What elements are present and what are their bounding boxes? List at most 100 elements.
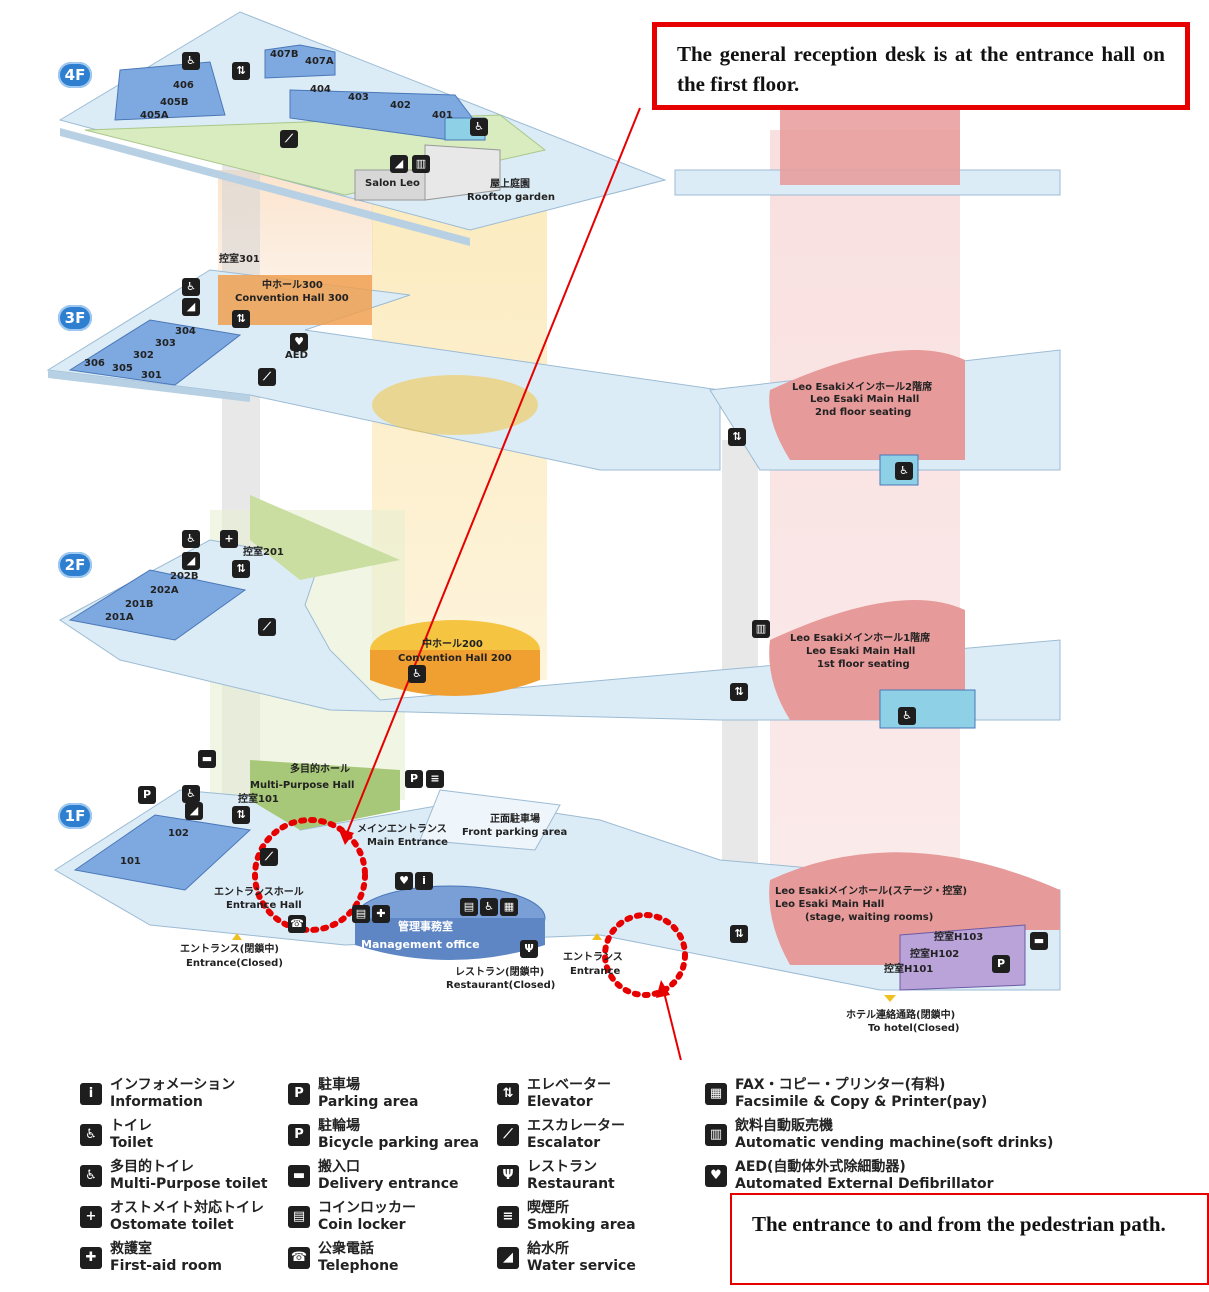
water-icon: ◢: [185, 802, 203, 820]
room-301: 301: [141, 370, 162, 381]
legend-label-en: Information: [110, 1094, 203, 1110]
room-101: 101: [120, 856, 141, 867]
front-parking-en: Front parking area: [462, 827, 567, 838]
legend-label-en: Smoking area: [527, 1217, 636, 1233]
pedestrian-entrance-highlight: [602, 912, 688, 998]
room-406: 406: [173, 80, 194, 91]
toilet-icon: ♿: [895, 462, 913, 480]
legend-label-en: Automatic vending machine(soft drinks): [735, 1135, 1054, 1151]
legend-label-jp: トイレ: [110, 1118, 152, 1134]
parking-icon: P: [138, 786, 156, 804]
water-icon: ◢: [497, 1247, 519, 1269]
legend-label-en: Ostomate toilet: [110, 1217, 234, 1233]
legend-label-en: Facsimile & Copy & Printer(pay): [735, 1094, 988, 1110]
multi-hall-en: Multi-Purpose Hall: [250, 780, 354, 791]
to-hotel-en: To hotel(Closed): [868, 1023, 960, 1034]
restaurant-icon: Ψ: [520, 940, 538, 958]
hall-200-en: Convention Hall 200: [398, 653, 512, 664]
locker-icon: ▤: [460, 898, 478, 916]
restaurant-icon: Ψ: [497, 1165, 519, 1187]
accessible-toilet-icon: ♿: [80, 1165, 102, 1187]
elevator-icon: ⇅: [728, 428, 746, 446]
legend-label-jp: 喫煙所: [527, 1200, 569, 1216]
front-parking-jp: 正面駐車場: [490, 812, 540, 825]
room-302: 302: [133, 350, 154, 361]
toilet-icon: ♿: [182, 530, 200, 548]
toilet-icon: ♿: [182, 278, 200, 296]
legend-label-en: Restaurant: [527, 1176, 615, 1192]
elevator-icon: ⇅: [232, 806, 250, 824]
legend-label-jp: 搬入口: [318, 1159, 360, 1175]
legend-label: AED(自動体外式除細動器)Automated External Defibri…: [735, 1159, 993, 1193]
truck-icon: ▬: [198, 750, 216, 768]
waiting-room-h101: 控室H101: [884, 962, 933, 975]
management-office-en: Management office: [361, 938, 480, 951]
legend-label-jp: 駐車場: [318, 1077, 360, 1093]
escalator-icon: ⟋: [280, 130, 298, 148]
escalator-icon: ⟋: [258, 368, 276, 386]
first-aid-icon: ✚: [372, 905, 390, 923]
fax-icon: ▦: [500, 898, 518, 916]
room-401: 401: [432, 110, 453, 121]
floor-2-badge: 2F: [58, 552, 92, 578]
truck-icon: ▬: [288, 1165, 310, 1187]
first-aid-icon: ✚: [80, 1247, 102, 1269]
hall-300-en: Convention Hall 300: [235, 293, 349, 304]
water-icon: ◢: [182, 552, 200, 570]
salon-leo-label: Salon Leo: [365, 178, 420, 189]
floor-1-badge: 1F: [58, 803, 92, 829]
floor-4-badge: 4F: [58, 62, 92, 88]
aed-icon: ♥: [705, 1165, 727, 1187]
legend-label-en: Coin locker: [318, 1217, 406, 1233]
room-407a: 407A: [305, 56, 334, 67]
legend-item: ▦FAX・コピー・プリンター(有料)Facsimile & Copy & Pri…: [705, 1077, 987, 1111]
elevator-icon: ⇅: [730, 925, 748, 943]
fax-icon: ▦: [705, 1083, 727, 1105]
legend-label-jp: AED(自動体外式除細動器): [735, 1159, 906, 1175]
toilet-icon: ♿: [470, 118, 488, 136]
toilet-icon: ♿: [408, 665, 426, 683]
ostomate-icon: +: [220, 530, 238, 548]
floor-3-badge: 3F: [58, 305, 92, 331]
legend-label-en: Automated External Defibrillator: [735, 1176, 994, 1192]
telephone-icon: ☎: [288, 1247, 310, 1269]
main-hall-2f-jp: Leo Esakiメインホール2階席: [792, 380, 932, 393]
pedestrian-entrance-callout: The entrance to and from the pedestrian …: [730, 1193, 1209, 1285]
waiting-room-h103: 控室H103: [934, 930, 983, 943]
room-201a: 201A: [105, 612, 134, 623]
room-306: 306: [84, 358, 105, 369]
legend-label-en: Elevator: [527, 1094, 593, 1110]
legend-label-en: Water service: [527, 1258, 636, 1274]
legend-label-jp: オストメイト対応トイレ: [110, 1200, 264, 1216]
legend-label-jp: 給水所: [527, 1241, 569, 1257]
legend-label-jp: レストラン: [527, 1159, 597, 1175]
toilet-icon: ♿: [182, 52, 200, 70]
restaurant-closed-jp: レストラン(閉鎖中): [455, 965, 544, 978]
room-305: 305: [112, 363, 133, 374]
water-icon: ◢: [390, 155, 408, 173]
arrow-to-entrance-hall: [344, 107, 641, 839]
entrance-closed-marker: [232, 933, 242, 940]
waiting-room-201: 控室201: [243, 545, 284, 558]
main-hall-1f-jp: Leo Esakiメインホール1階席: [790, 631, 930, 644]
